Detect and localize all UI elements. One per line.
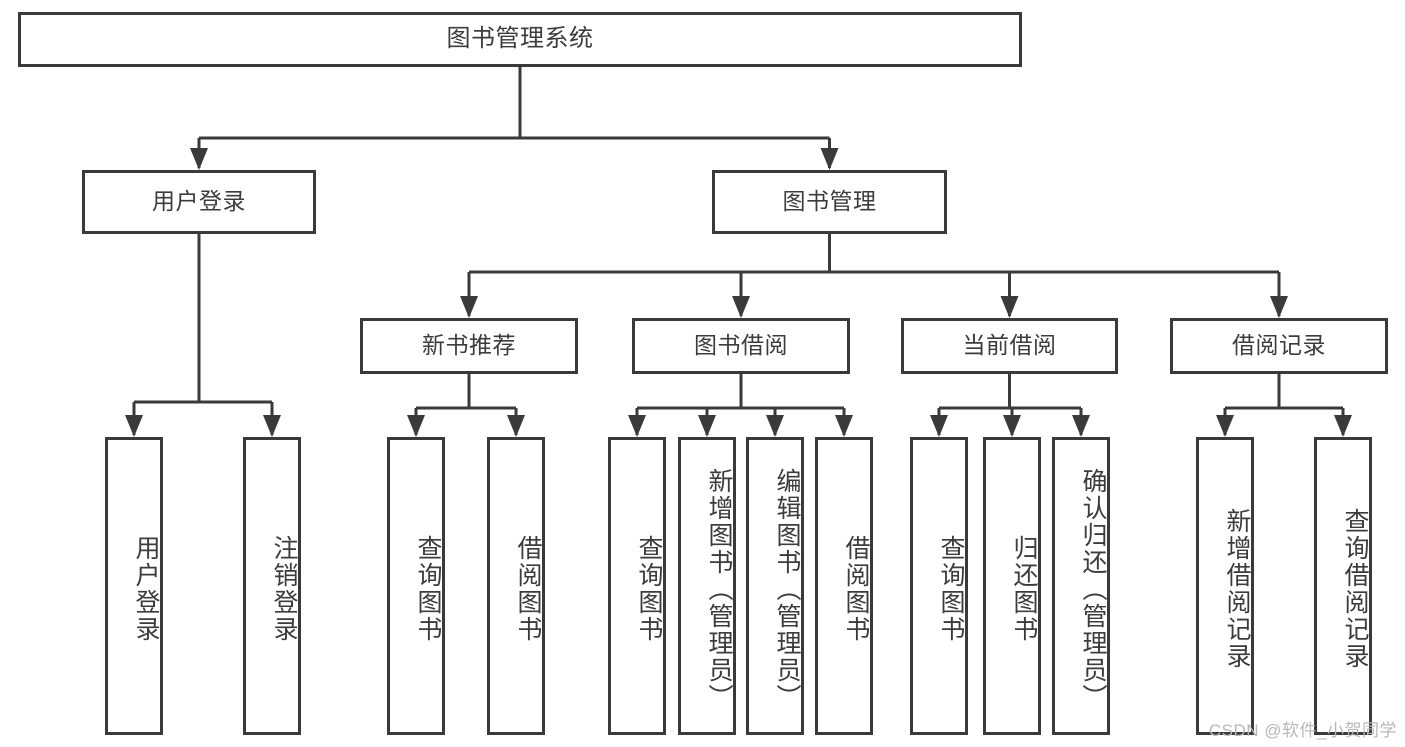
node-book-management[interactable]: 图书管理 xyxy=(712,170,947,234)
leaf-user-login[interactable]: 用户登录 xyxy=(105,437,163,735)
leaf-borrow-book-recommend[interactable]: 借阅图书 xyxy=(487,437,545,735)
node-root[interactable]: 图书管理系统 xyxy=(18,12,1022,67)
leaf-query-book-borrow[interactable]: 查询图书 xyxy=(608,437,666,735)
node-book-borrow[interactable]: 图书借阅 xyxy=(632,318,850,374)
leaf-query-book-recommend[interactable]: 查询图书 xyxy=(387,437,445,735)
node-new-book-recommend[interactable]: 新书推荐 xyxy=(360,318,578,374)
leaf-add-book-admin[interactable]: 新增图书（管理员） xyxy=(678,437,736,735)
watermark-text: CSDN @软件_小贺同学 xyxy=(1208,721,1397,740)
node-current-borrow[interactable]: 当前借阅 xyxy=(901,318,1118,374)
leaf-borrow-book[interactable]: 借阅图书 xyxy=(815,437,873,735)
leaf-logout[interactable]: 注销登录 xyxy=(243,437,301,735)
leaf-query-book-current[interactable]: 查询图书 xyxy=(910,437,968,735)
node-borrow-record[interactable]: 借阅记录 xyxy=(1170,318,1388,374)
leaf-confirm-return-admin[interactable]: 确认归还（管理员） xyxy=(1052,437,1110,735)
node-user-login[interactable]: 用户登录 xyxy=(82,170,316,234)
leaf-edit-book-admin[interactable]: 编辑图书（管理员） xyxy=(746,437,804,735)
leaf-query-borrow-record[interactable]: 查询借阅记录 xyxy=(1314,437,1372,735)
leaf-add-borrow-record[interactable]: 新增借阅记录 xyxy=(1196,437,1254,735)
leaf-return-book[interactable]: 归还图书 xyxy=(983,437,1041,735)
